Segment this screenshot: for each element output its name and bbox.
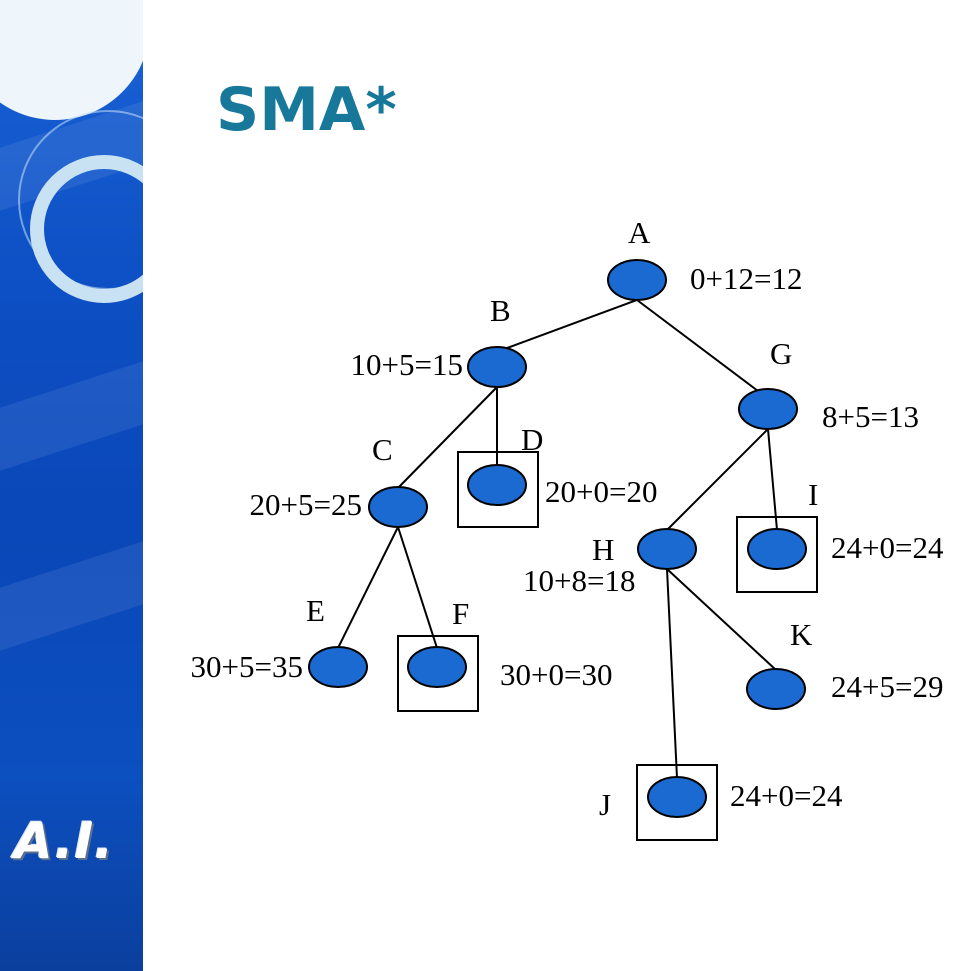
- edge-a-b: [506, 299, 638, 349]
- node-cost-b: 10+5=15: [351, 347, 463, 382]
- node-box-d: [457, 451, 539, 528]
- node-label-d: D: [521, 422, 543, 457]
- edge-g-i: [767, 428, 778, 531]
- edge-g-h: [666, 428, 769, 531]
- node-cost-c: 20+5=25: [250, 487, 362, 522]
- node-d: [467, 464, 527, 506]
- node-label-h: H: [592, 532, 614, 567]
- node-box-i: [736, 516, 818, 593]
- node-label-c: C: [372, 432, 393, 467]
- node-cost-e: 30+5=35: [191, 649, 303, 684]
- node-cost-j: 24+0=24: [730, 778, 843, 813]
- edge-h-j: [666, 568, 678, 779]
- edge-c-e: [337, 526, 399, 649]
- node-c: [368, 486, 428, 528]
- node-j: [647, 776, 707, 818]
- node-e: [308, 646, 368, 688]
- node-k: [746, 668, 806, 710]
- ai-logo: A.I.: [14, 812, 115, 870]
- node-label-j: J: [599, 787, 611, 822]
- node-label-k: K: [790, 617, 813, 652]
- node-b: [467, 346, 527, 388]
- node-cost-a: 0+12=12: [690, 261, 802, 296]
- edge-b-c: [397, 386, 498, 489]
- node-i: [747, 528, 807, 570]
- edge-c-f: [397, 526, 438, 649]
- node-box-f: [397, 635, 479, 712]
- edge-a-g: [636, 299, 759, 392]
- node-cost-d: 20+0=20: [545, 474, 657, 509]
- node-cost-h: 10+8=18: [523, 563, 635, 598]
- node-cost-k: 24+5=29: [831, 669, 943, 704]
- node-cost-g: 8+5=13: [822, 399, 919, 434]
- node-label-a: A: [628, 215, 651, 250]
- slide-title: SMA*: [216, 75, 397, 145]
- tree-nodes: [308, 259, 807, 818]
- node-label-f: F: [452, 596, 469, 631]
- node-label-b: B: [490, 293, 511, 328]
- tree-boxes: [397, 451, 818, 841]
- node-g: [738, 388, 798, 430]
- node-a: [607, 259, 667, 301]
- node-label-e: E: [306, 593, 325, 628]
- node-f: [407, 646, 467, 688]
- node-box-j: [636, 764, 718, 841]
- edge-h-k: [666, 568, 777, 671]
- node-label-i: I: [808, 477, 818, 512]
- node-cost-f: 30+0=30: [500, 657, 612, 692]
- node-cost-i: 24+0=24: [831, 530, 944, 565]
- sidebar-decoration: A.I.: [0, 0, 143, 971]
- tree-labels: A 0+12=12B 10+5=15 G 8+5=13C 20+5=25 D20+0=20H…: [191, 215, 944, 822]
- node-h: [637, 528, 697, 570]
- node-label-g: G: [770, 336, 792, 371]
